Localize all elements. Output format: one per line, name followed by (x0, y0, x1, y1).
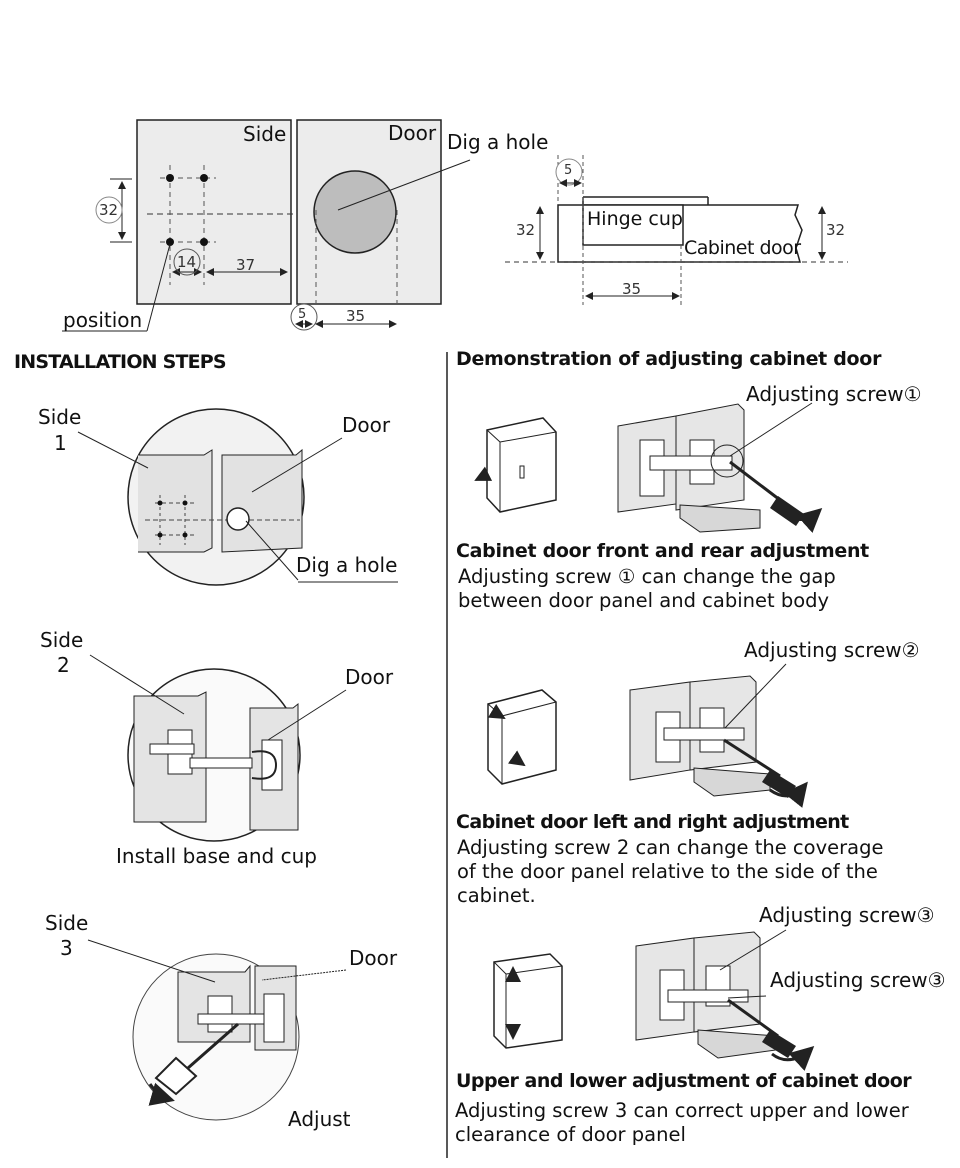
step-1-door-label: Door (342, 413, 391, 437)
dim-35-section: 35 (622, 280, 642, 298)
step-1-caption: Dig a hole (296, 553, 398, 577)
demo-3-illustration (493, 929, 815, 1072)
step-1-number: 1 (54, 431, 67, 455)
step-2-illustration (89, 654, 347, 842)
demo-3-heading: Upper and lower adjustment of cabinet do… (456, 1070, 912, 1092)
installation-title: INSTALLATION STEPS (14, 351, 227, 373)
demo-title: Demonstration of adjusting cabinet door (456, 348, 882, 370)
step-3-side-label: Side (45, 911, 89, 935)
demo-1-heading: Cabinet door front and rear adjustment (456, 540, 869, 562)
hinge-cup-label: Hinge cup (587, 208, 683, 230)
demo-1-body: Adjusting screw ① can change the gap bet… (458, 565, 836, 612)
step-1-illustration (77, 408, 398, 586)
side-panel-drawing (62, 119, 428, 332)
dim-5-section: 5 (564, 163, 573, 178)
dig-hole-label: Dig a hole (447, 130, 549, 154)
dim-32-section-right: 32 (826, 221, 846, 239)
step-3-door-label: Door (349, 946, 398, 970)
dim-32-section-left: 32 (516, 221, 536, 239)
demo-2-heading: Cabinet door left and right adjustment (456, 811, 849, 833)
door-label: Door (388, 121, 437, 145)
step-2-caption: Install base and cup (116, 844, 317, 868)
step-1-side-label: Side (38, 405, 82, 429)
dim-37: 37 (236, 256, 256, 274)
step-2-door-label: Door (345, 665, 394, 689)
screw-3a-label: Adjusting screw③ (759, 903, 935, 927)
position-label: position (63, 308, 143, 332)
hinge-cup-section-drawing (505, 155, 848, 305)
demo-1-illustration (474, 402, 823, 533)
screw-1-label: Adjusting screw① (746, 382, 922, 406)
step-3-illustration (87, 939, 347, 1121)
step-2-side-label: Side (40, 628, 84, 652)
demo-2-body: Adjusting screw 2 can change the coverag… (457, 836, 884, 907)
step-2-number: 2 (57, 653, 70, 677)
dim-5-door: 5 (298, 307, 307, 322)
screw-3b-label: Adjusting screw③ (770, 968, 946, 992)
door-panel-drawing (290, 119, 471, 331)
demo-2-illustration (487, 663, 808, 808)
dim-35-door: 35 (346, 307, 366, 325)
dim-32-side: 32 (99, 201, 119, 219)
demo-3-body: Adjusting screw 3 can correct upper and … (455, 1099, 909, 1146)
cabinet-door-label: Cabinet door (684, 237, 801, 259)
side-label: Side (243, 122, 287, 146)
step-3-caption: Adjust (288, 1107, 351, 1131)
step-3-number: 3 (60, 936, 73, 960)
screw-2-label: Adjusting screw② (744, 638, 920, 662)
dim-14: 14 (177, 253, 197, 271)
